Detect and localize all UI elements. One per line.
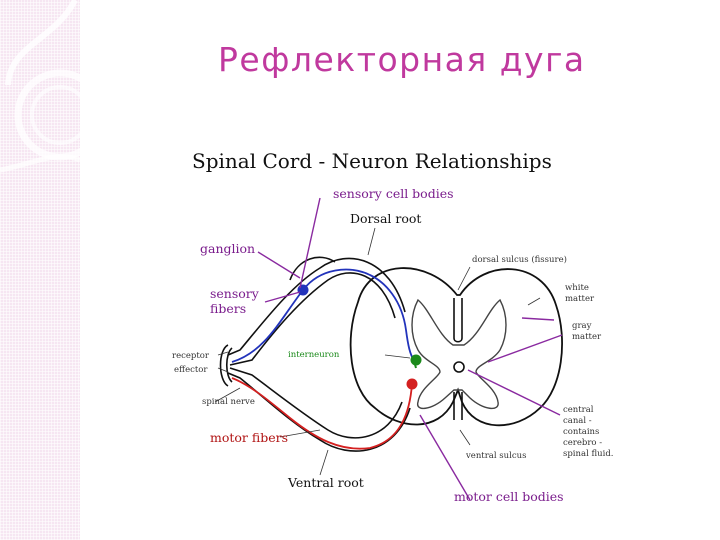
label-sensory-cell-bodies: sensory cell bodies bbox=[333, 186, 454, 201]
label-white-matter-2: matter bbox=[565, 294, 595, 304]
label-central-canal-5: spinal fluid. bbox=[563, 449, 614, 459]
diagram-title: Spinal Cord - Neuron Relationships bbox=[192, 149, 552, 173]
slide-title: Рефлекторная дуга bbox=[218, 40, 586, 79]
label-central-canal-2: canal - bbox=[563, 416, 592, 426]
label-ventral-root: Ventral root bbox=[287, 475, 364, 490]
ventral-root-inner bbox=[229, 367, 403, 439]
annotation-leaders bbox=[214, 227, 541, 476]
ganglion-outline bbox=[289, 256, 336, 281]
decorative-side-band bbox=[0, 0, 80, 540]
label-sensory-fibers-1: sensory bbox=[210, 286, 260, 301]
label-dorsal-sulcus: dorsal sulcus (fissure) bbox=[472, 254, 567, 265]
central-canal bbox=[453, 361, 465, 373]
label-sensory-fibers-2: fibers bbox=[210, 301, 246, 316]
spinal-cord-diagram: Spinal Cord - Neuron Relationships bbox=[170, 140, 625, 510]
label-central-canal-1: central bbox=[563, 405, 594, 415]
label-effector: effector bbox=[174, 365, 208, 375]
label-gray-matter-1: gray bbox=[572, 321, 592, 331]
sensory-fiber bbox=[231, 268, 415, 363]
label-motor-fibers: motor fibers bbox=[210, 430, 288, 445]
dorsal-root bbox=[227, 257, 406, 356]
decorative-swirl bbox=[0, 0, 80, 173]
label-gray-matter-2: matter bbox=[572, 332, 602, 342]
dorsal-root-inner bbox=[229, 272, 396, 366]
label-ventral-sulcus: ventral sulcus bbox=[465, 451, 526, 461]
label-lines bbox=[257, 197, 563, 501]
sensory-cell-body bbox=[297, 284, 309, 296]
dorsal-sulcus bbox=[453, 298, 463, 343]
spinal-nerve bbox=[219, 344, 233, 387]
label-ganglion: ganglion bbox=[200, 241, 255, 256]
diagram-background bbox=[174, 140, 624, 505]
gray-matter-outline bbox=[411, 298, 507, 409]
label-white-matter-1: white bbox=[565, 283, 589, 293]
label-central-canal-4: cerebro - bbox=[563, 438, 602, 448]
ventral-sulcus bbox=[453, 392, 463, 420]
label-dorsal-root: Dorsal root bbox=[350, 211, 421, 226]
label-receptor: receptor bbox=[172, 351, 210, 361]
label-interneuron: interneuron bbox=[288, 350, 340, 360]
interneuron-cell-body bbox=[410, 354, 422, 366]
label-spinal-nerve: spinal nerve bbox=[202, 397, 255, 407]
label-central-canal-3: contains bbox=[563, 427, 599, 437]
label-motor-cell-bodies: motor cell bodies bbox=[454, 489, 564, 504]
motor-fiber bbox=[231, 377, 413, 450]
